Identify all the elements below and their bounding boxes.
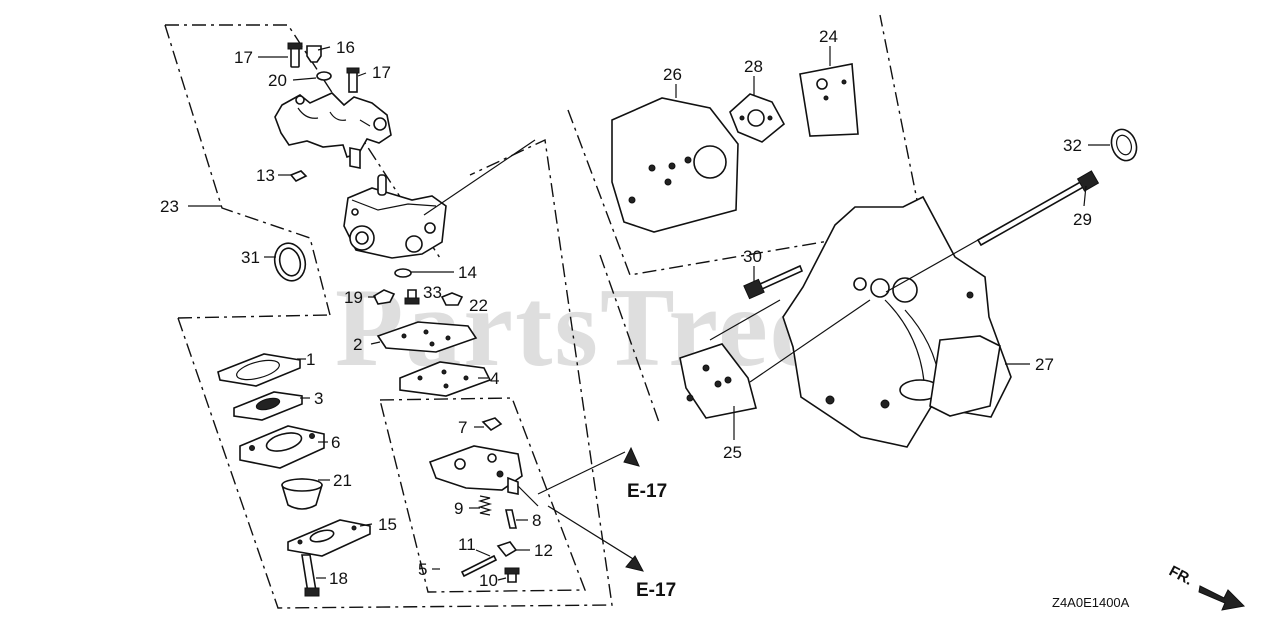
reference-e17-lower[interactable]: E-17 — [636, 580, 676, 601]
callout-13: 13 — [256, 166, 275, 185]
callout-4: 4 — [490, 369, 499, 388]
callout-1: 1 — [306, 350, 315, 369]
callout-3: 3 — [314, 389, 323, 408]
callout-23: 23 — [160, 197, 179, 216]
front-direction-indicator: FR. — [1166, 563, 1246, 611]
group-frames — [164, 14, 923, 609]
arrow-icon — [1198, 585, 1246, 611]
diagram-code: Z4A0E1400A — [1052, 595, 1130, 610]
callout-29: 29 — [1073, 210, 1092, 229]
callout-labels: 17 16 20 17 13 23 31 14 19 33 22 2 4 1 3… — [160, 27, 1092, 590]
callout-26: 26 — [663, 65, 682, 84]
callout-28: 28 — [744, 57, 763, 76]
callout-17b: 17 — [372, 63, 391, 82]
callout-32: 32 — [1063, 136, 1082, 155]
bolt-30 — [743, 264, 804, 300]
callout-16: 16 — [336, 38, 355, 57]
callout-25: 25 — [723, 443, 742, 462]
callout-33: 33 — [423, 283, 442, 302]
callout-19: 19 — [344, 288, 363, 307]
callout-24: 24 — [819, 27, 838, 46]
callout-12: 12 — [534, 541, 553, 560]
reference-e17-upper[interactable]: E-17 — [627, 481, 667, 502]
callout-31: 31 — [241, 248, 260, 267]
callout-9: 9 — [454, 499, 463, 518]
callout-27: 27 — [1035, 355, 1054, 374]
direction-label: FR. — [1166, 563, 1195, 589]
callout-5: 5 — [418, 560, 427, 579]
inner-needle-assembly — [428, 417, 523, 583]
callout-15: 15 — [378, 515, 397, 534]
callout-11: 11 — [458, 535, 476, 554]
callout-17: 17 — [234, 48, 253, 67]
callout-22: 22 — [469, 296, 488, 315]
callout-21: 21 — [333, 471, 352, 490]
callout-20: 20 — [268, 71, 287, 90]
callout-14: 14 — [458, 263, 477, 282]
carburetor-assembly — [273, 42, 492, 397]
callout-2: 2 — [353, 335, 362, 354]
insulator-gaskets — [611, 63, 859, 233]
leader-lines — [188, 46, 1110, 581]
pump-cover-stack — [217, 353, 371, 597]
callout-7: 7 — [458, 418, 467, 437]
air-cleaner-base — [782, 195, 1012, 448]
callout-10: 10 — [479, 571, 498, 590]
callout-8: 8 — [532, 511, 541, 530]
callout-30: 30 — [743, 247, 762, 266]
bolt-29 — [976, 170, 1100, 247]
ring-32 — [1110, 128, 1138, 162]
callout-18: 18 — [329, 569, 348, 588]
callout-6: 6 — [331, 433, 340, 452]
